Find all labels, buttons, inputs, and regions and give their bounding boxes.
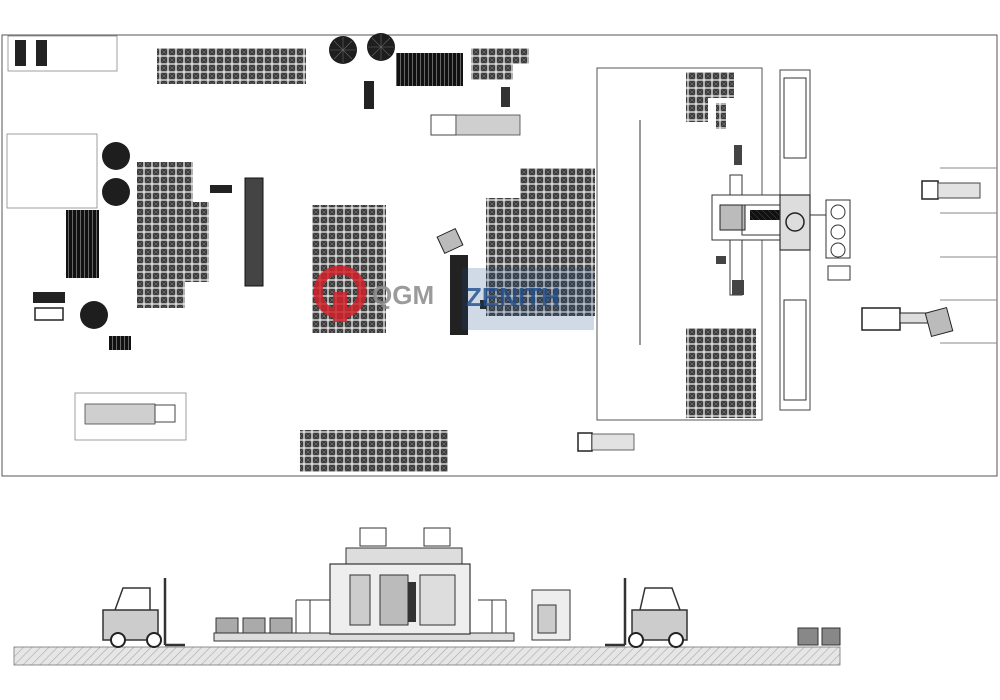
forklift-icon — [36, 40, 47, 66]
pallet-block — [215, 617, 239, 634]
silo-icon — [80, 301, 108, 329]
pallet-stack — [109, 336, 131, 350]
forklift-icon — [102, 578, 185, 648]
truck-icon — [430, 114, 521, 136]
forklift-icon — [15, 40, 26, 66]
silo-icon — [102, 142, 130, 170]
hopper — [436, 227, 464, 255]
office-area — [6, 133, 98, 209]
truck-icon — [84, 403, 176, 425]
conveyor — [244, 177, 264, 287]
forklift-icon — [605, 578, 688, 648]
qgm-zenith-logo: QGM ZENITH — [313, 265, 594, 330]
wheel-loader-icon — [861, 306, 954, 338]
factory-plan-view: QGM ZENITH — [1, 33, 998, 477]
forklift-icon — [210, 185, 232, 193]
silo-icon — [367, 33, 395, 61]
silo-icon — [102, 178, 130, 206]
stacker-machine — [531, 589, 571, 641]
material-bin — [66, 210, 99, 278]
forklift-icon — [33, 292, 65, 303]
truck-icon — [921, 180, 981, 200]
plan-boundary — [1, 34, 998, 477]
finished-blocks — [797, 627, 819, 646]
truck-icon — [577, 432, 635, 452]
parking-area — [7, 35, 118, 72]
block-stack-left — [137, 202, 209, 282]
block-stack-right — [486, 198, 595, 316]
curing-line — [741, 69, 851, 411]
block-stack-right — [520, 168, 595, 198]
cuber-machine — [450, 255, 468, 335]
forklift-icon — [364, 81, 374, 109]
loading-bays — [940, 167, 997, 344]
block-stack-left — [137, 162, 193, 202]
logo-brand-right: ZENITH — [466, 282, 560, 312]
pallet-block — [242, 617, 266, 634]
block-machine — [295, 527, 507, 635]
block-stack-top-right — [471, 64, 513, 80]
production-hall — [596, 67, 783, 421]
logo-brand-left: QGM — [372, 280, 434, 310]
production-line-elevation — [13, 527, 841, 666]
forklift-icon — [34, 307, 64, 321]
silo-icon — [329, 36, 357, 64]
batching-plant — [396, 53, 463, 86]
block-stack-left — [137, 282, 185, 308]
finished-blocks — [821, 627, 841, 646]
ground-line — [13, 646, 841, 666]
block-stack-bottom — [300, 430, 448, 472]
pallet-block — [269, 617, 293, 634]
block-stack-top-right — [471, 48, 529, 64]
block-stack-top-left — [157, 48, 306, 84]
forklift-icon — [501, 87, 510, 107]
